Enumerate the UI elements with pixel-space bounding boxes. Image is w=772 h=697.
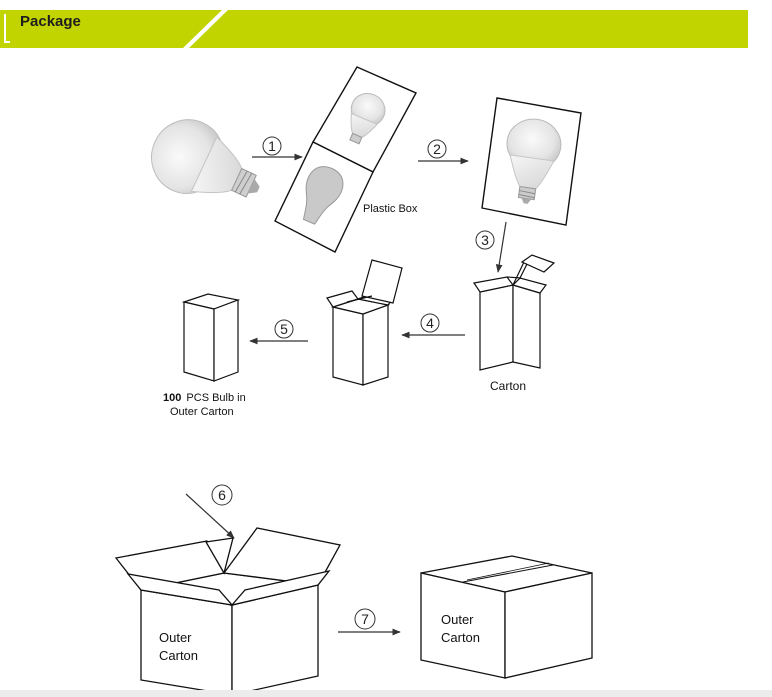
bulb-cavity [302,166,344,225]
step-2-number: 2 [433,141,441,157]
step-2-arrow: 2 [418,139,469,165]
sealed-plastic-box [481,97,582,226]
closed-carton-icon [181,293,241,382]
open-outer-carton-label-line2: Carton [159,648,198,663]
header-bar [0,10,748,48]
step-5-number: 5 [280,321,288,337]
closing-carton-icon [326,259,403,386]
open-carton-icon [472,254,556,371]
carton-label: Carton [490,379,526,393]
step-7-arrow: 7 [338,608,401,636]
bottom-strip [0,690,772,697]
plastic-box-label: Plastic Box [363,203,418,215]
step-3-number: 3 [481,232,489,248]
step-1-number: 1 [268,138,276,154]
section-title: Package [20,13,81,30]
plastic-box: Plastic Box [274,66,418,253]
boxed-bulb-icon [506,118,562,204]
closed-outer-carton-label-line2: Carton [441,630,480,645]
step-5-arrow: 5 [249,319,308,345]
step-4-number: 4 [426,315,434,331]
step-4-arrow: 4 [401,313,465,339]
step-7-number: 7 [361,611,369,627]
open-outer-carton-label-line1: Outer [159,630,192,645]
packed-bulb-icon [349,92,386,145]
open-outer-carton-icon [114,527,341,696]
step-3-arrow: 3 [475,221,507,273]
section-header: Package [0,0,772,58]
closed-outer-carton-label-line1: Outer [441,612,474,627]
closed-outer-carton-icon [420,555,593,679]
bulk-label-line2: Outer Carton [170,406,234,418]
step-6-number: 6 [218,487,226,503]
step-1-arrow: 1 [252,136,303,161]
step-6-arrow: 6 [185,484,235,539]
bulk-label-line1: 100 PCS Bulb in [163,392,246,404]
led-bulb-icon [151,119,260,198]
